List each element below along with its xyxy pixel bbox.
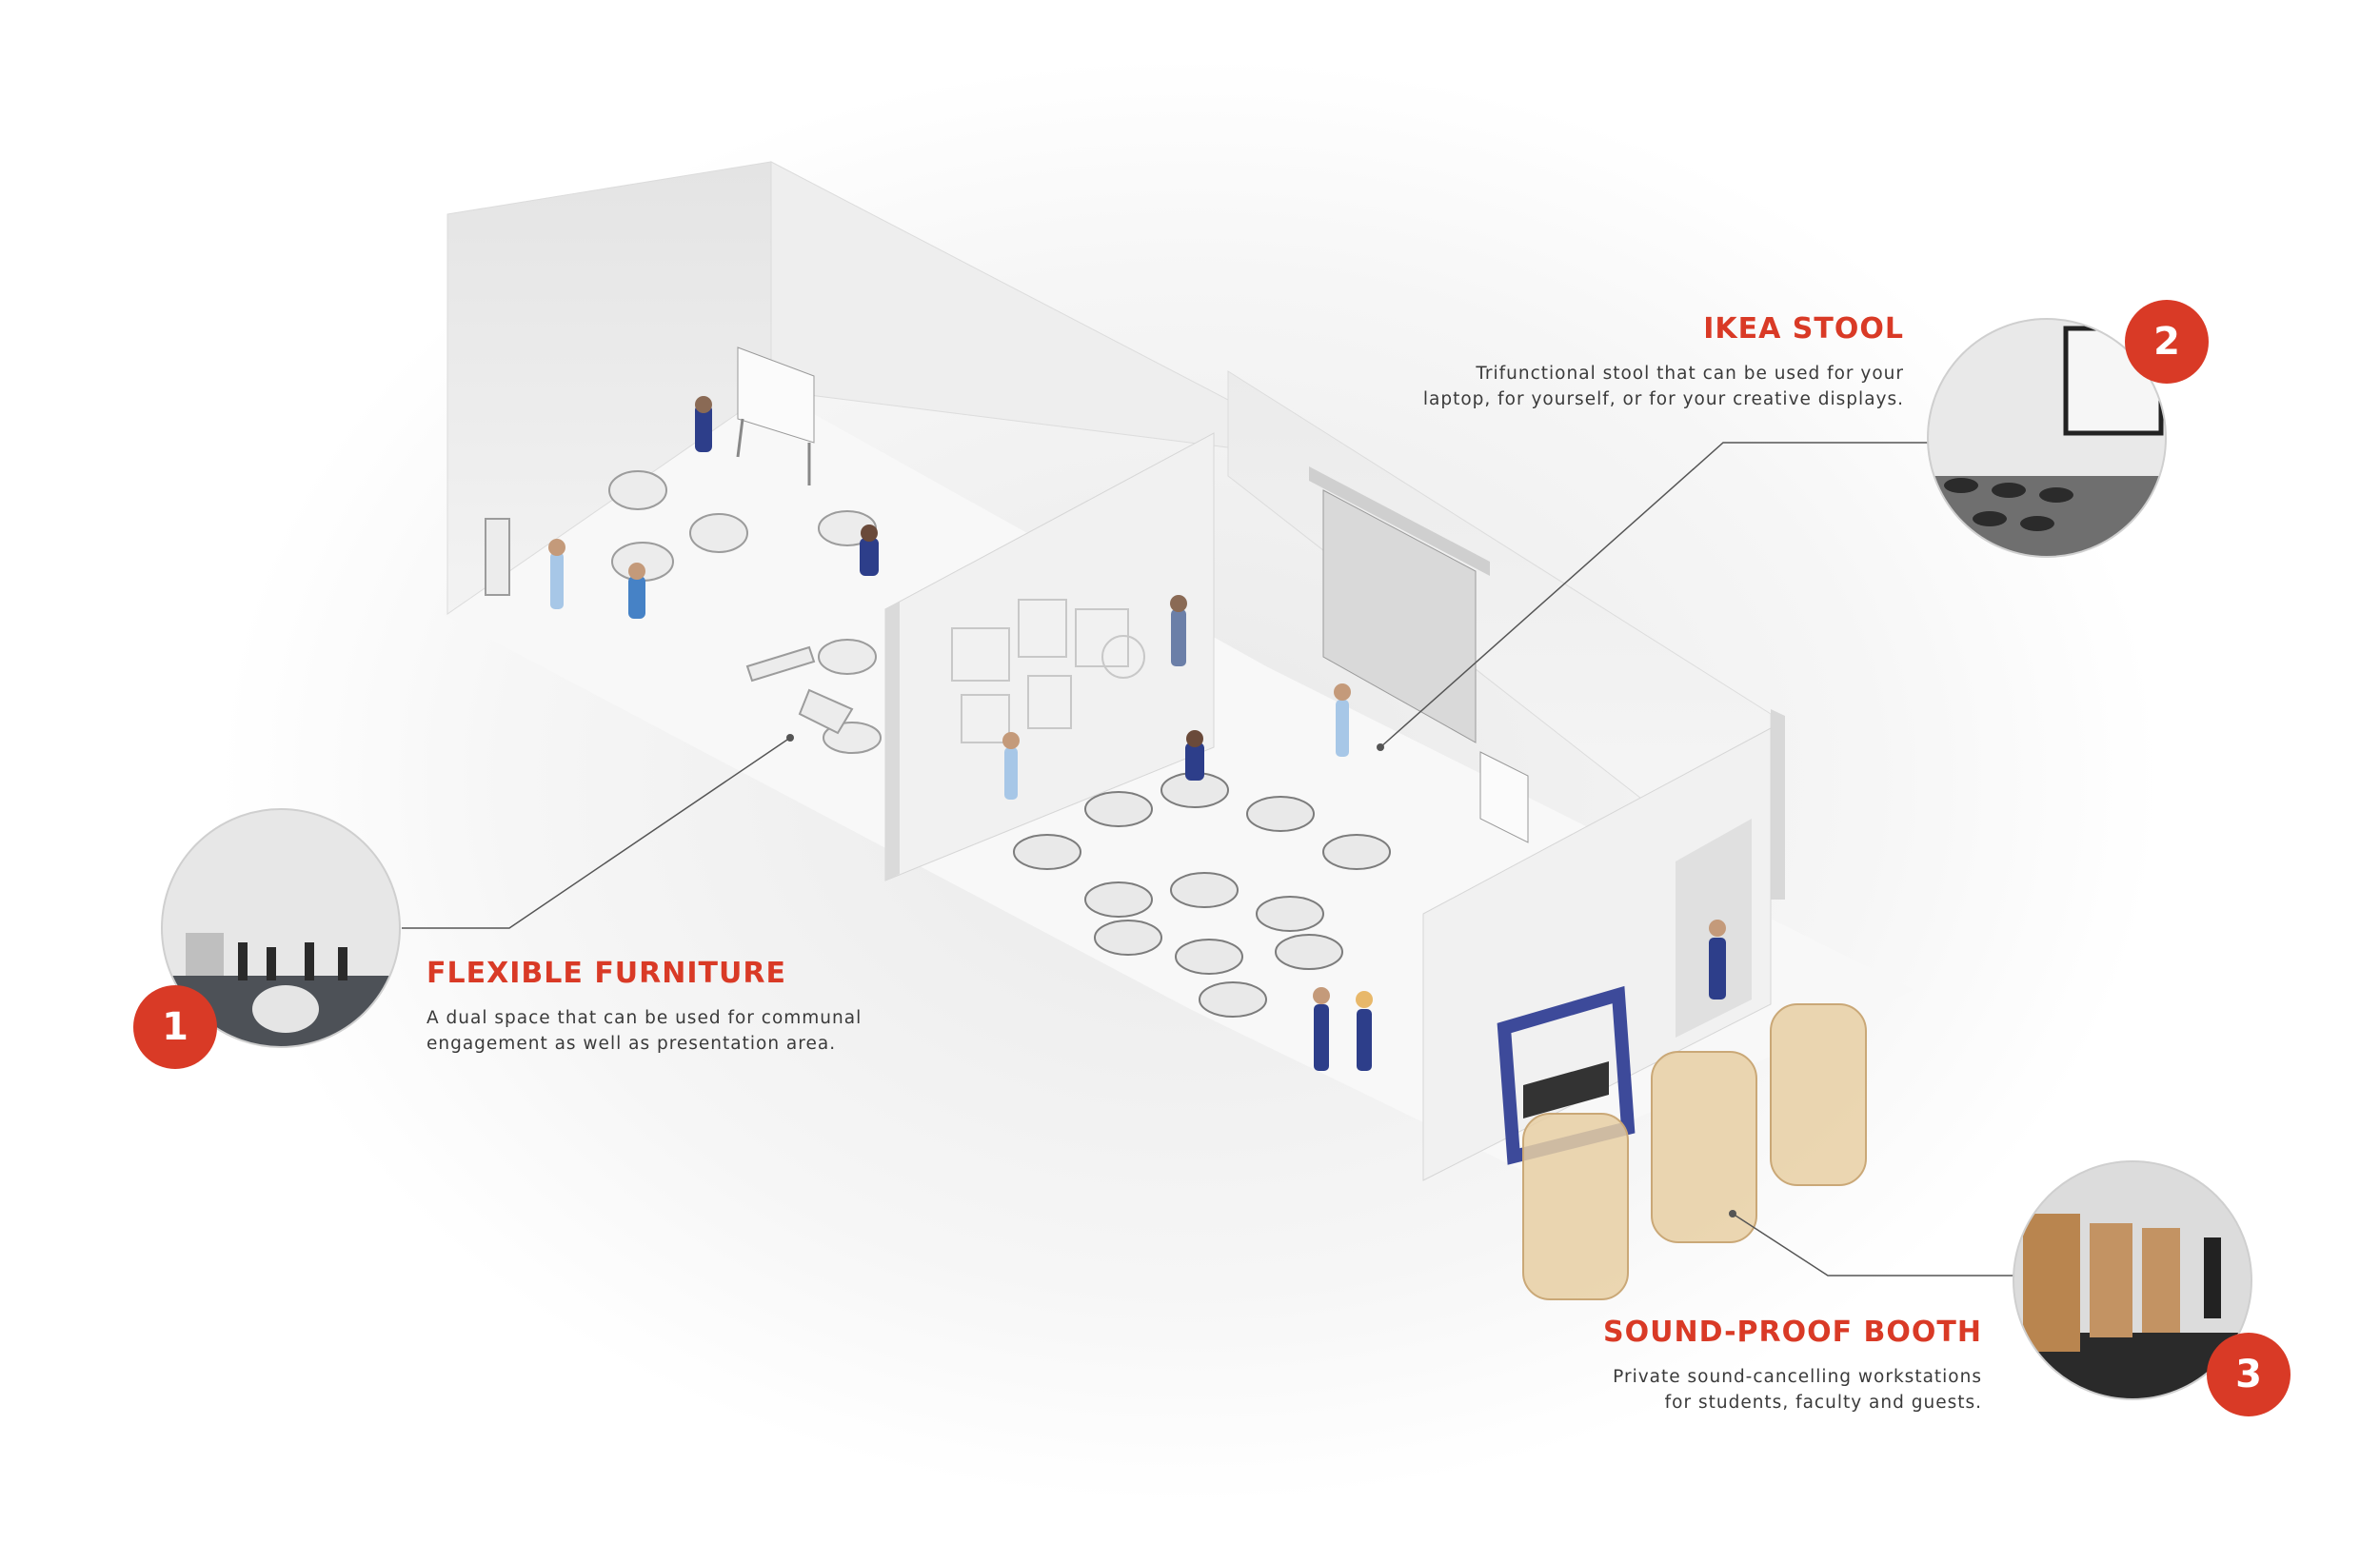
people	[548, 396, 1726, 1071]
right-room-stools	[1013, 772, 1391, 1018]
callout-line: engagement as well as presentation area.	[426, 1034, 837, 1054]
photo-2-ring	[1927, 318, 2167, 558]
sound-booths	[1522, 1003, 1867, 1300]
callout-title: FLEXIBLE FURNITURE	[426, 957, 786, 990]
projector-screen	[1309, 466, 1490, 743]
callout-line: for students, faculty and guests.	[1664, 1393, 1982, 1413]
leader-lines	[402, 442, 2013, 1277]
badge-3: 3	[2207, 1333, 2291, 1416]
callout-line: A dual space that can be used for commun…	[426, 1008, 863, 1028]
callout-flexible-furniture: FLEXIBLE FURNITURE A dual space that can…	[426, 957, 862, 1057]
sofa-pod	[1497, 985, 1636, 1165]
badge-1: 1	[133, 985, 217, 1069]
callout-title: IKEA STOOL	[1703, 312, 1904, 346]
callout-title: SOUND-PROOF BOOTH	[1603, 1316, 1982, 1349]
left-room-furniture	[485, 470, 882, 754]
callout-line: Private sound-cancelling workstations	[1613, 1367, 1982, 1387]
callout-line: Trifunctional stool that can be used for…	[1476, 364, 1904, 384]
wall-sketches	[951, 599, 1145, 743]
photo-1-ring	[161, 808, 401, 1048]
callout-ikea-stool: IKEA STOOL Trifunctional stool that can …	[1423, 312, 1904, 412]
photo-2	[1928, 319, 2166, 557]
whiteboard-right	[1479, 751, 1529, 843]
whiteboard	[736, 346, 815, 485]
photo-3-ring	[2013, 1160, 2252, 1400]
callout-sound-proof-booth: SOUND-PROOF BOOTH Private sound-cancelli…	[1603, 1316, 1982, 1415]
badge-2: 2	[2125, 300, 2209, 384]
callout-line: laptop, for yourself, or for your creati…	[1422, 389, 1904, 409]
wall-edge	[1771, 709, 1785, 900]
